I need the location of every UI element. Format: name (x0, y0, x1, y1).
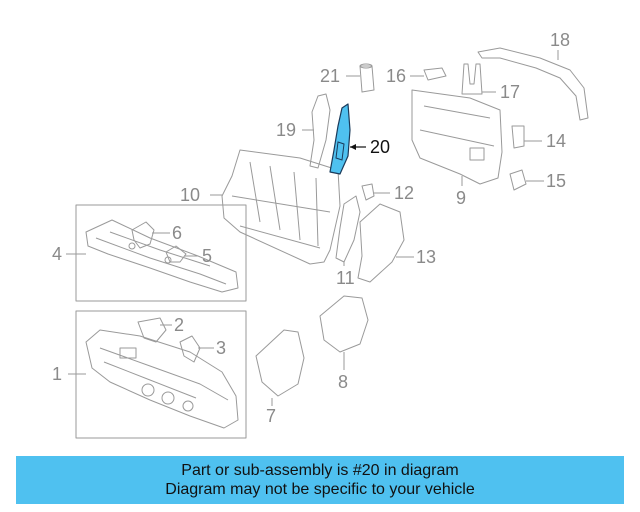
callout-21: 21 (320, 66, 340, 86)
part-9-panel (411, 89, 503, 185)
callout-20: 20 (370, 137, 390, 157)
callout-4: 4 (52, 244, 62, 264)
part-10-bulkhead (221, 149, 341, 265)
group-box-4 (75, 204, 247, 302)
parts-diagram: 1 2 3 4 5 6 7 8 9 10 11 12 13 14 15 16 1… (52, 30, 589, 439)
part-14-clip (511, 125, 525, 149)
callout-6: 6 (172, 223, 182, 243)
part-1-panel (85, 329, 239, 429)
part-18-roof-bow (477, 47, 589, 121)
callout-16: 16 (386, 66, 406, 86)
part-11-panel (335, 195, 361, 263)
part-3-bracket (179, 335, 201, 363)
callout-14: 14 (546, 131, 566, 151)
callout-13: 13 (416, 247, 436, 267)
callout-11: 11 (336, 268, 355, 288)
part-13-wheelhouse (357, 203, 405, 283)
callout-8: 8 (338, 372, 348, 392)
part-2-bracket (137, 317, 167, 343)
callout-18: 18 (550, 30, 570, 50)
part-15-bracket (509, 169, 527, 191)
callout-15: 15 (546, 171, 566, 191)
part-7-reinforcement (255, 329, 305, 397)
banner-line-1: Part or sub-assembly is #20 in diagram (181, 462, 459, 479)
part-20-highlighted (329, 103, 351, 175)
part-5-clip (165, 245, 187, 263)
callout-2: 2 (174, 315, 184, 335)
banner-line-2: Diagram may not be specific to your vehi… (165, 481, 475, 498)
part-4-panel (85, 219, 239, 293)
callout-5: 5 (202, 246, 212, 266)
part-16-bar (423, 67, 447, 81)
part-8-reinforcement (319, 295, 369, 353)
part-19-pillar (309, 93, 331, 169)
callout-19: 19 (276, 120, 296, 140)
part-17-clip (461, 63, 483, 95)
callout-1: 1 (52, 364, 62, 384)
callout-10: 10 (180, 185, 200, 205)
info-banner: Part or sub-assembly is #20 in diagram D… (16, 456, 624, 504)
leader-20-arrow (350, 144, 356, 150)
part-21-plug (359, 65, 375, 93)
callout-9: 9 (456, 188, 466, 208)
part-12-bracket (361, 183, 375, 201)
callout-12: 12 (394, 183, 414, 203)
part-6-bracket (131, 221, 155, 249)
callout-7: 7 (266, 406, 276, 426)
callout-17: 17 (500, 82, 520, 102)
callout-3: 3 (216, 338, 226, 358)
